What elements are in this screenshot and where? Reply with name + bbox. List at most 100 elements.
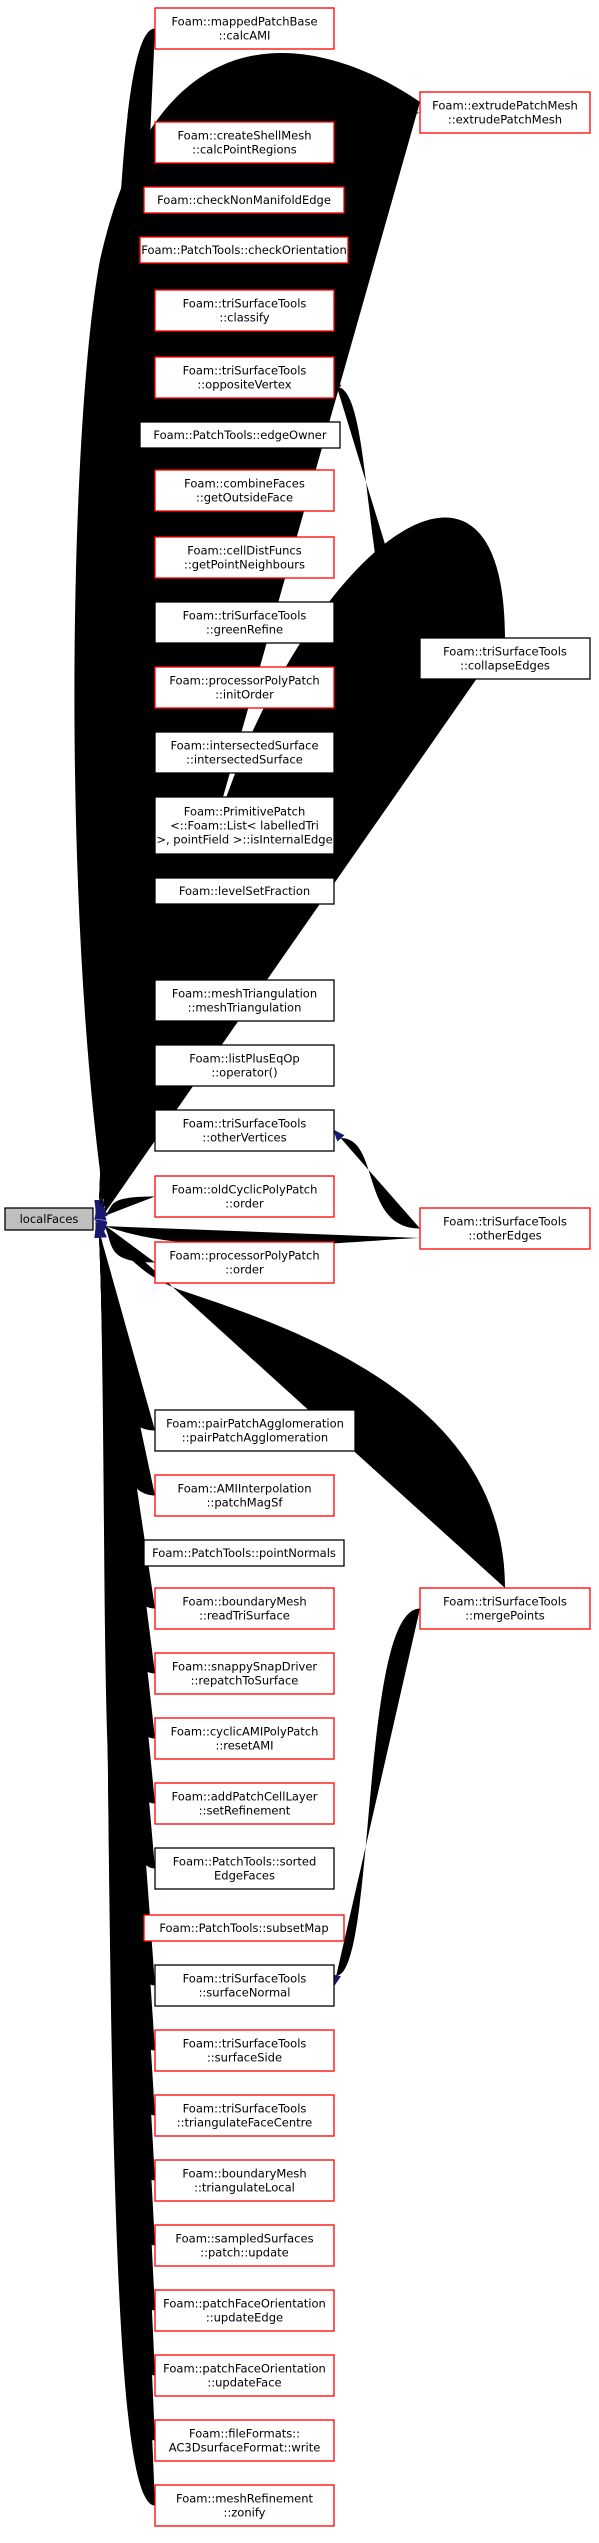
caller-triSurfaceTools-surfaceSide-label: ::surfaceSide xyxy=(207,2051,282,2065)
caller-intersectedSurface-box xyxy=(154,731,335,774)
caller-patchFaceOrientation-updateEdge-label: Foam::patchFaceOrientation xyxy=(163,2297,326,2311)
edge2-triSurfaceTools-otherEdges-to-triSurfaceTools-otherVertices xyxy=(340,1138,420,1229)
caller-triSurfaceTools-triangulateFaceCentre[interactable]: Foam::triSurfaceTools::triangulateFaceCe… xyxy=(154,2094,335,2137)
caller-patchFaceOrientation-updateFace[interactable]: Foam::patchFaceOrientation::updateFace xyxy=(154,2354,335,2397)
caller-PrimitivePatch-isInternalEdge[interactable]: Foam::PrimitivePatch<::Foam::List< label… xyxy=(154,796,335,855)
caller2-triSurfaceTools-mergePoints[interactable]: Foam::triSurfaceTools::mergePoints xyxy=(419,1587,591,1630)
caller-meshRefinement-zonify-box xyxy=(154,2484,335,2527)
caller-triSurfaceTools-otherVertices[interactable]: Foam::triSurfaceTools::otherVertices xyxy=(154,1109,335,1152)
caller-PatchTools-edgeOwner-label: Foam::PatchTools::edgeOwner xyxy=(153,428,326,442)
caller-meshTriangulation-label: Foam::meshTriangulation xyxy=(172,987,317,1001)
caller-pairPatchAgglomeration[interactable]: Foam::pairPatchAgglomeration::pairPatchA… xyxy=(154,1409,356,1452)
caller2-triSurfaceTools-collapseEdges-box xyxy=(419,637,591,680)
caller-patchFaceOrientation-updateFace-label: ::updateFace xyxy=(207,2376,281,2390)
caller-patchFaceOrientation-updateEdge[interactable]: Foam::patchFaceOrientation::updateEdge xyxy=(154,2289,335,2332)
caller-boundaryMesh-readTriSurface[interactable]: Foam::boundaryMesh::readTriSurface xyxy=(154,1587,335,1630)
caller2-triSurfaceTools-collapseEdges[interactable]: Foam::triSurfaceTools::collapseEdges xyxy=(419,637,591,680)
caller-processorPolyPatch-initOrder[interactable]: Foam::processorPolyPatch::initOrder xyxy=(154,666,335,709)
caller-pairPatchAgglomeration-box xyxy=(154,1409,356,1452)
caller-triSurfaceTools-classify[interactable]: Foam::triSurfaceTools::classify xyxy=(154,289,335,332)
edge-meshRefinement-zonify-to-localFaces xyxy=(102,1236,155,2506)
caller-triSurfaceTools-greenRefine-label: Foam::triSurfaceTools xyxy=(183,609,307,623)
caller-combineFaces-getOutsideFace[interactable]: Foam::combineFaces::getOutsideFace xyxy=(154,469,335,512)
caller-oldCyclicPolyPatch-order-box xyxy=(154,1175,335,1218)
caller-AMIInterpolation-patchMagSf-label: ::patchMagSf xyxy=(207,1496,284,1510)
caller-triSurfaceTools-classify-label: ::classify xyxy=(219,311,269,325)
caller-meshRefinement-zonify[interactable]: Foam::meshRefinement::zonify xyxy=(154,2484,335,2527)
caller-checkNonManifoldEdge[interactable]: Foam::checkNonManifoldEdge xyxy=(143,186,345,214)
caller-pairPatchAgglomeration-label: Foam::pairPatchAgglomeration xyxy=(166,1417,344,1431)
caller-meshTriangulation-box xyxy=(154,979,335,1022)
edge-snappySnapDriver-repatchToSurface-to-localFaces xyxy=(99,1236,155,1674)
caller-triSurfaceTools-surfaceNormal[interactable]: Foam::triSurfaceTools::surfaceNormal xyxy=(154,1964,335,2007)
caller-AC3DsurfaceFormat-write[interactable]: Foam::fileFormats::AC3DsurfaceFormat::wr… xyxy=(154,2419,335,2462)
caller-createShellMesh-calcPointRegions-label: ::calcPointRegions xyxy=(192,143,297,157)
caller-listPlusEqOp-operator[interactable]: Foam::listPlusEqOp::operator() xyxy=(154,1044,335,1087)
caller-triSurfaceTools-surfaceNormal-box xyxy=(154,1964,335,2007)
caller2-triSurfaceTools-collapseEdges-label: Foam::triSurfaceTools xyxy=(443,645,567,659)
caller-processorPolyPatch-order[interactable]: Foam::processorPolyPatch::order xyxy=(154,1241,335,1284)
caller-levelSetFraction[interactable]: Foam::levelSetFraction xyxy=(154,877,335,905)
edge-sampledSurfaces-patch-update-to-localFaces xyxy=(100,1236,155,2246)
caller-pairPatchAgglomeration-label: ::pairPatchAgglomeration xyxy=(182,1431,328,1445)
caller-snappySnapDriver-repatchToSurface-label: Foam::snappySnapDriver xyxy=(172,1660,318,1674)
caller-PrimitivePatch-isInternalEdge-label: >, pointField >::isInternalEdge xyxy=(156,833,332,847)
caller-triSurfaceTools-oppositeVertex-box xyxy=(154,356,335,399)
caller-snappySnapDriver-repatchToSurface-label: ::repatchToSurface xyxy=(191,1674,299,1688)
caller-patchFaceOrientation-updateFace-box xyxy=(154,2354,335,2397)
caller-boundaryMesh-triangulateLocal[interactable]: Foam::boundaryMesh::triangulateLocal xyxy=(154,2159,335,2202)
caller-triSurfaceTools-surfaceSide-box xyxy=(154,2029,335,2072)
caller-combineFaces-getOutsideFace-label: Foam::combineFaces xyxy=(184,477,305,491)
caller-meshTriangulation[interactable]: Foam::meshTriangulation::meshTriangulati… xyxy=(154,979,335,1022)
caller-cyclicAMIPolyPatch-resetAMI-box xyxy=(154,1717,335,1760)
caller2-triSurfaceTools-otherEdges-label: ::otherEdges xyxy=(468,1229,541,1243)
caller-meshRefinement-zonify-label: ::zonify xyxy=(224,2506,266,2520)
caller-mappedPatchBase-calcAMI-label: ::calcAMI xyxy=(219,29,271,43)
caller-cyclicAMIPolyPatch-resetAMI-label: Foam::cyclicAMIPolyPatch xyxy=(171,1725,319,1739)
caller-createShellMesh-calcPointRegions-box xyxy=(154,121,335,164)
edge-oldCyclicPolyPatch-order-to-localFaces xyxy=(104,1196,155,1216)
caller-PatchTools-pointNormals-label: Foam::PatchTools::pointNormals xyxy=(152,1546,336,1560)
caller-PatchTools-pointNormals[interactable]: Foam::PatchTools::pointNormals xyxy=(143,1539,345,1567)
caller-cellDistFuncs-getPointNeighbours-box xyxy=(154,536,335,579)
edge2-triSurfaceTools-otherEdges-arrowhead xyxy=(333,1129,345,1142)
caller-triSurfaceTools-greenRefine-box xyxy=(154,601,335,644)
focus-node-localFaces[interactable]: localFaces xyxy=(4,1207,94,1231)
caller-createShellMesh-calcPointRegions[interactable]: Foam::createShellMesh::calcPointRegions xyxy=(154,121,335,164)
caller-triSurfaceTools-triangulateFaceCentre-box xyxy=(154,2094,335,2137)
caller-intersectedSurface[interactable]: Foam::intersectedSurface::intersectedSur… xyxy=(154,731,335,774)
caller-oldCyclicPolyPatch-order-label: ::order xyxy=(225,1197,264,1211)
caller-addPatchCellLayer-setRefinement[interactable]: Foam::addPatchCellLayer::setRefinement xyxy=(154,1782,335,1825)
caller-mappedPatchBase-calcAMI[interactable]: Foam::mappedPatchBase::calcAMI xyxy=(154,7,335,50)
caller-patchFaceOrientation-updateEdge-label: ::updateEdge xyxy=(206,2311,283,2325)
caller-listPlusEqOp-operator-label: ::operator() xyxy=(211,1066,277,1080)
caller-PatchTools-edgeOwner[interactable]: Foam::PatchTools::edgeOwner xyxy=(139,421,341,449)
caller2-triSurfaceTools-collapseEdges-label: ::collapseEdges xyxy=(460,659,550,673)
caller-triSurfaceTools-greenRefine[interactable]: Foam::triSurfaceTools::greenRefine xyxy=(154,601,335,644)
caller-PatchTools-checkOrientation[interactable]: Foam::PatchTools::checkOrientation xyxy=(139,236,349,264)
caller-sampledSurfaces-patch-update[interactable]: Foam::sampledSurfaces::patch::update xyxy=(154,2224,335,2267)
caller-triSurfaceTools-surfaceSide[interactable]: Foam::triSurfaceTools::surfaceSide xyxy=(154,2029,335,2072)
caller-PatchTools-subsetMap-box xyxy=(143,1914,345,1942)
caller-boundaryMesh-triangulateLocal-label: ::triangulateLocal xyxy=(194,2181,295,2195)
caller-triSurfaceTools-triangulateFaceCentre-label: ::triangulateFaceCentre xyxy=(177,2116,312,2130)
caller2-extrudePatchMesh[interactable]: Foam::extrudePatchMesh::extrudePatchMesh xyxy=(419,91,591,134)
caller-meshTriangulation-label: ::meshTriangulation xyxy=(188,1001,302,1015)
caller-PatchTools-subsetMap[interactable]: Foam::PatchTools::subsetMap xyxy=(143,1914,345,1942)
caller-cyclicAMIPolyPatch-resetAMI[interactable]: Foam::cyclicAMIPolyPatch::resetAMI xyxy=(154,1717,335,1760)
caller-cellDistFuncs-getPointNeighbours[interactable]: Foam::cellDistFuncs::getPointNeighbours xyxy=(154,536,335,579)
caller-sampledSurfaces-patch-update-label: ::patch::update xyxy=(200,2246,289,2260)
edge-AMIInterpolation-patchMagSf-to-localFaces xyxy=(99,1234,155,1496)
caller2-extrudePatchMesh-label: ::extrudePatchMesh xyxy=(448,113,562,127)
caller-oldCyclicPolyPatch-order[interactable]: Foam::oldCyclicPolyPatch::order xyxy=(154,1175,335,1218)
caller-triSurfaceTools-oppositeVertex[interactable]: Foam::triSurfaceTools::oppositeVertex xyxy=(154,356,335,399)
edge-boundaryMesh-readTriSurface-to-localFaces xyxy=(98,1236,155,1609)
caller-processorPolyPatch-initOrder-box xyxy=(154,666,335,709)
caller-triSurfaceTools-classify-box xyxy=(154,289,335,332)
caller-snappySnapDriver-repatchToSurface[interactable]: Foam::snappySnapDriver::repatchToSurface xyxy=(154,1652,335,1695)
caller-AMIInterpolation-patchMagSf[interactable]: Foam::AMIInterpolation::patchMagSf xyxy=(154,1474,335,1517)
caller2-triSurfaceTools-otherEdges[interactable]: Foam::triSurfaceTools::otherEdges xyxy=(419,1207,591,1250)
edge-PatchTools-sortedEdgeFaces-to-localFaces xyxy=(99,1236,155,1869)
caller-triSurfaceTools-otherVertices-label: ::otherVertices xyxy=(202,1131,286,1145)
